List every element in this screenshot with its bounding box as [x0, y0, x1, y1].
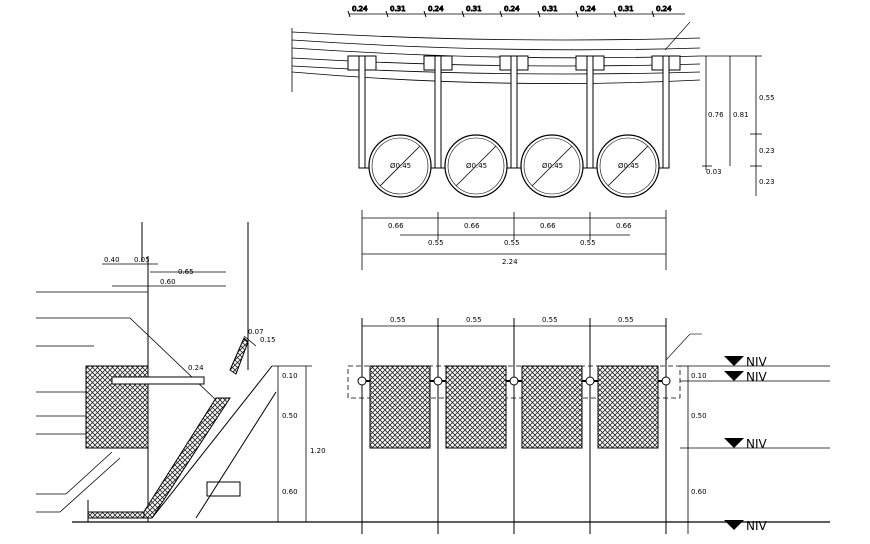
top-spacing-dim: 0.31: [390, 5, 406, 13]
center-dim: 0.55: [504, 239, 520, 247]
span-dim: 0.66: [616, 222, 632, 230]
section-view: [36, 222, 830, 523]
dim-tick: [613, 10, 617, 18]
total-width-dim: 2.24: [502, 258, 518, 266]
hanger-rod: [662, 55, 670, 169]
pipe-inner: [447, 137, 505, 195]
section-angle-1: 0.07: [248, 328, 264, 336]
hanger-rod: [434, 55, 442, 169]
center-dim: 0.55: [428, 239, 444, 247]
top-spacing-dim: 0.24: [428, 5, 444, 13]
dim-tick: [385, 10, 389, 18]
level-label: NIV: [746, 519, 768, 533]
top-spacing-dim: 0.24: [504, 5, 520, 13]
plan-view: 0.24 0.31 0.24 0.31 0.24 0.31 0.24 0.31 0.24: [291, 5, 701, 169]
hanger-rod: [586, 55, 594, 169]
pipe-diameter-line: [607, 145, 649, 187]
span-dim: 0.66: [540, 222, 556, 230]
pipe-diameter-line: [531, 145, 573, 187]
connector: [661, 376, 671, 386]
pipe-diameter-line: [455, 145, 497, 187]
gabion-basket: [445, 365, 507, 449]
section-slope-dim: 0.24: [188, 364, 204, 372]
right-dim-seg3: 0.23: [759, 178, 775, 186]
level-triangle-icon: [724, 371, 744, 381]
dim-tick: [651, 10, 655, 18]
level-triangle-icon: [724, 520, 744, 530]
level-label: NIV: [746, 355, 768, 369]
right-dim-h2: 0.81: [733, 111, 749, 119]
pipe-inner: [599, 137, 657, 195]
center-dim: 0.55: [580, 239, 596, 247]
dim-tick: [461, 10, 465, 18]
elev-dim: 0.55: [466, 316, 482, 324]
right-dim-h3: 0.03: [706, 168, 722, 176]
top-spacing-dim: 0.24: [352, 5, 368, 13]
gabion-basket: [597, 365, 659, 449]
elev-vert-top: 0.10: [691, 372, 707, 380]
top-spacing-dim: 0.31: [618, 5, 634, 13]
pipe-inner: [371, 137, 429, 195]
dim-tick: [347, 10, 351, 18]
section-dim-1: 0.40: [104, 256, 120, 264]
left-vert-total: 1.20: [310, 447, 326, 455]
elev-vert-mid: 0.50: [691, 412, 707, 420]
section-dim-4: 0.60: [160, 278, 176, 286]
section-angle-2: 0.15: [260, 336, 276, 344]
hanger-rod: [510, 55, 518, 169]
top-spacing-dim: 0.24: [656, 5, 672, 13]
pipe-label: Ø0.45: [466, 162, 487, 170]
elev-dim: 0.55: [390, 316, 406, 324]
section-dim-3: 0.65: [178, 268, 194, 276]
connector: [509, 376, 519, 386]
level-label: NIV: [746, 370, 768, 384]
dim-tick: [537, 10, 541, 18]
left-vert-bottom: 0.60: [282, 488, 298, 496]
top-spacing-dim: 0.24: [580, 5, 596, 13]
level-triangle-icon: [724, 438, 744, 448]
level-label: NIV: [746, 437, 768, 451]
right-dim-seg2: 0.23: [759, 147, 775, 155]
plan-vertical-dims: [700, 55, 762, 196]
dim-tick: [575, 10, 579, 18]
level-triangle-icon: [724, 356, 744, 366]
connector: [585, 376, 595, 386]
pipe-label: Ø0.45: [542, 162, 563, 170]
pipe-label: Ø0.45: [390, 162, 411, 170]
left-vert-mid: 0.50: [282, 412, 298, 420]
dim-tick: [423, 10, 427, 18]
connector: [357, 376, 367, 386]
section-dim-2: 0.05: [134, 256, 150, 264]
right-dim-h1: 0.76: [708, 111, 724, 119]
plan-dimensions: [361, 210, 667, 270]
connector: [433, 376, 443, 386]
span-dim: 0.66: [464, 222, 480, 230]
span-dim: 0.66: [388, 222, 404, 230]
left-vert-top: 0.10: [282, 372, 298, 380]
elev-vert-bottom: 0.60: [691, 488, 707, 496]
top-spacing-dim: 0.31: [542, 5, 558, 13]
top-spacing-dim: 0.31: [466, 5, 482, 13]
pipe-diameter-line: [379, 145, 421, 187]
hanger-rod: [358, 55, 366, 169]
elev-dim: 0.55: [618, 316, 634, 324]
dim-tick: [499, 10, 503, 18]
right-dim-seg1: 0.55: [759, 94, 775, 102]
gabion-basket: [369, 365, 431, 449]
gabion-basket: [521, 365, 583, 449]
elev-dim: 0.55: [542, 316, 558, 324]
pipe-inner: [523, 137, 581, 195]
pipe-label: Ø0.45: [618, 162, 639, 170]
